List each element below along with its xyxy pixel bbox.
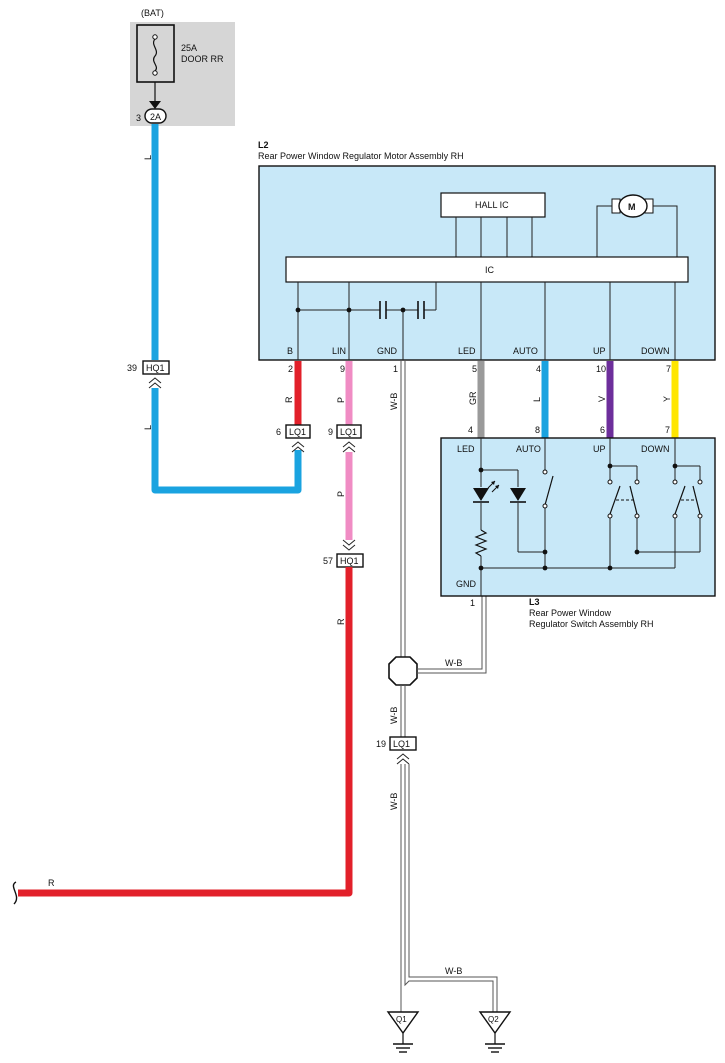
motor-assembly-id: L2 bbox=[258, 140, 269, 150]
pin-up: 10 bbox=[596, 364, 606, 374]
led-indicator-icon bbox=[473, 480, 500, 503]
switch-assembly-box bbox=[440, 437, 716, 597]
connector-lq1-b-chevron-icon bbox=[291, 441, 305, 453]
fuse-rating: 25A bbox=[181, 43, 197, 53]
connector-lq1-gnd-chevron-icon bbox=[396, 753, 410, 765]
wire-label-ground-branch: W-B bbox=[445, 966, 462, 976]
connector-hq1-top-chevron-icon bbox=[148, 377, 162, 389]
switch-terminal-up: UP bbox=[593, 444, 606, 454]
auto-switch-icon bbox=[542, 469, 554, 509]
terminal-led: LED bbox=[458, 346, 476, 356]
connector-lq1-gnd bbox=[389, 736, 417, 751]
wire-label-lin-down: P bbox=[336, 491, 346, 497]
wire-label-red-main: R bbox=[336, 618, 346, 625]
pin-down: 7 bbox=[666, 364, 671, 374]
switch-pin-up: 6 bbox=[600, 425, 605, 435]
connector-hq1-top bbox=[142, 360, 170, 375]
terminal-lin: LIN bbox=[332, 346, 346, 356]
switch-terminal-led: LED bbox=[457, 444, 475, 454]
fuse-box-background bbox=[130, 22, 235, 126]
capacitor-icon bbox=[379, 301, 425, 319]
terminal-down: DOWN bbox=[641, 346, 670, 356]
terminal-gnd: GND bbox=[377, 346, 398, 356]
wire-label-auto: L bbox=[532, 397, 542, 402]
switch-gnd-label: GND bbox=[456, 579, 477, 589]
resistor-icon bbox=[474, 529, 488, 557]
hall-ic-block bbox=[440, 192, 546, 218]
terminal-up: UP bbox=[593, 346, 606, 356]
ic-label: IC bbox=[485, 265, 495, 275]
connector-lq1-b-label: LQ1 bbox=[289, 427, 306, 437]
switch-assembly-id: L3 bbox=[529, 597, 540, 607]
pin-b: 2 bbox=[288, 364, 293, 374]
motor-assembly-title: Rear Power Window Regulator Motor Assemb… bbox=[258, 151, 464, 161]
connector-hq1-mid-chevron-icon bbox=[342, 539, 356, 551]
wire-red-main bbox=[18, 567, 353, 897]
wire-label-fuse-to-hq1: L bbox=[143, 155, 153, 160]
wire-switch-gnd bbox=[417, 596, 487, 674]
ic-block bbox=[285, 256, 689, 283]
wire-label-lin: P bbox=[336, 397, 346, 403]
motor-symbol: M bbox=[628, 202, 636, 212]
wire-lq1-down bbox=[400, 764, 498, 1012]
wire-gnd bbox=[400, 361, 406, 657]
fuse-name: DOOR RR bbox=[181, 54, 224, 64]
wire-label-gnd-to-lq1: W-B bbox=[389, 707, 399, 724]
fuse-connector bbox=[144, 108, 167, 124]
hall-ic-label: HALL IC bbox=[475, 200, 509, 210]
wire-label-gnd: W-B bbox=[389, 393, 399, 410]
switch-assembly-title-line2: Regulator Switch Assembly RH bbox=[529, 619, 654, 629]
switch-pin-down: 7 bbox=[665, 425, 670, 435]
wire-hq1-to-lq1 bbox=[151, 388, 302, 494]
connector-hq1-top-label: HQ1 bbox=[146, 363, 165, 373]
ground-q2-icon bbox=[478, 1011, 512, 1053]
pin-gnd: 1 bbox=[393, 364, 398, 374]
up-switch-icon bbox=[607, 479, 640, 519]
connector-hq1-top-pin: 39 bbox=[127, 363, 137, 373]
fuse-source-label: (BAT) bbox=[141, 8, 164, 18]
ground-q1-label: Q1 bbox=[396, 1015, 407, 1024]
wire-label-b: R bbox=[284, 396, 294, 403]
wire-gnd-to-lq1 bbox=[400, 685, 406, 737]
connector-lq1-b-pin: 6 bbox=[276, 427, 281, 437]
terminal-auto: AUTO bbox=[513, 346, 538, 356]
wire-label-lq1-down: W-B bbox=[389, 793, 399, 810]
connector-hq1-mid-label: HQ1 bbox=[340, 556, 359, 566]
ground-q2-label: Q2 bbox=[488, 1015, 499, 1024]
switch-terminal-auto: AUTO bbox=[516, 444, 541, 454]
connector-lq1-gnd-pin: 19 bbox=[376, 739, 386, 749]
connector-lq1-gnd-label: LQ1 bbox=[393, 739, 410, 749]
connector-lq1-lin-chevron-icon bbox=[342, 441, 356, 453]
pin-auto: 4 bbox=[536, 364, 541, 374]
fuse-connector-label: 2A bbox=[150, 112, 161, 122]
connector-hq1-mid-pin: 57 bbox=[323, 556, 333, 566]
fuse-arrow-icon bbox=[149, 101, 161, 109]
connector-lq1-lin-pin: 9 bbox=[328, 427, 333, 437]
switch-gnd-pin: 1 bbox=[470, 598, 475, 608]
diode-icon bbox=[510, 488, 526, 503]
down-switch-icon bbox=[672, 479, 703, 519]
junction-connector bbox=[388, 656, 418, 686]
wire-label-hq1-to-lq1: L bbox=[143, 425, 153, 430]
connector-lq1-lin-label: LQ1 bbox=[340, 427, 357, 437]
wire-label-down: Y bbox=[662, 396, 672, 402]
wire-label-switch-gnd: W-B bbox=[445, 658, 462, 668]
ground-q1-icon bbox=[386, 1011, 420, 1053]
switch-pin-led: 4 bbox=[468, 425, 473, 435]
terminal-b: B bbox=[287, 346, 293, 356]
wire-label-red-left: R bbox=[48, 878, 55, 888]
pin-lin: 9 bbox=[340, 364, 345, 374]
connector-lq1-b bbox=[285, 424, 311, 439]
fuse-icon bbox=[152, 34, 158, 76]
pin-led: 5 bbox=[472, 364, 477, 374]
switch-pin-auto: 8 bbox=[535, 425, 540, 435]
fuse-pin-label: 3 bbox=[136, 113, 141, 123]
wire-label-up: V bbox=[597, 396, 607, 402]
switch-terminal-down: DOWN bbox=[641, 444, 670, 454]
wire-break-icon bbox=[12, 881, 18, 905]
switch-assembly-title-line1: Rear Power Window bbox=[529, 608, 612, 618]
wire-label-led: GR bbox=[468, 391, 478, 405]
connector-lq1-lin bbox=[336, 424, 362, 439]
